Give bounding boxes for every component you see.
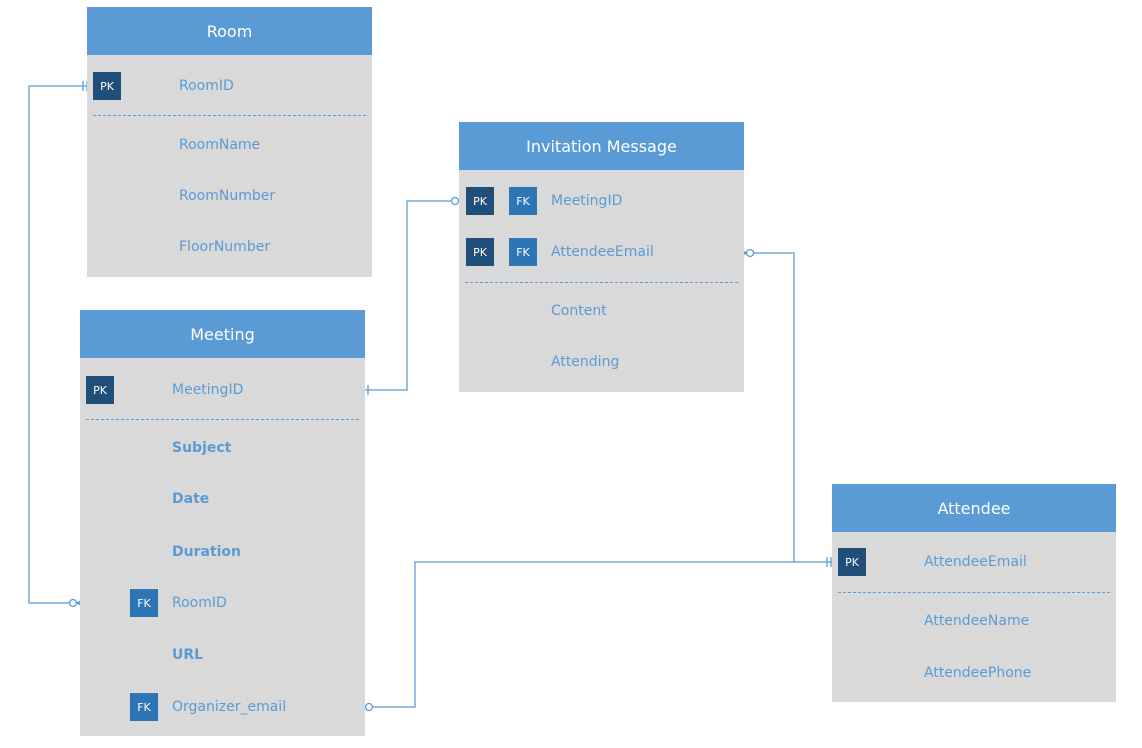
key-separator (838, 592, 1110, 593)
invitation-attribute-row[interactable]: Content (459, 296, 744, 326)
pk-badge: PK (86, 376, 114, 404)
meeting-attribute-row[interactable]: URL (80, 640, 365, 670)
date-field: Date (172, 491, 210, 507)
room-id-field: RoomID (179, 78, 234, 94)
fk-badge: FK (130, 693, 158, 721)
meeting-attribute-row[interactable]: FK RoomID (80, 588, 365, 618)
fk-badge: FK (130, 589, 158, 617)
pk-badge: PK (466, 238, 494, 266)
invitation-key-row[interactable]: PK FK MeetingID (459, 186, 744, 216)
pk-badge: PK (93, 72, 121, 100)
invitation-message-table[interactable]: Invitation Message PK FK MeetingID PK FK… (459, 122, 744, 392)
attendee-attribute-row[interactable]: AttendeeName (832, 606, 1116, 636)
invitation-message-table-title: Invitation Message (459, 122, 744, 170)
attendee-name-field: AttendeeName (924, 613, 1030, 629)
meeting-attribute-row[interactable]: FK Organizer_email (80, 692, 365, 722)
attendee-phone-field: AttendeePhone (924, 665, 1032, 681)
meeting-id-field: MeetingID (172, 382, 244, 398)
fk-badge: FK (509, 187, 537, 215)
meeting-id-field: MeetingID (551, 193, 623, 209)
meeting-table-title: Meeting (80, 310, 365, 358)
meeting-table[interactable]: Meeting PK MeetingID Subject Date Durati… (80, 310, 365, 736)
meeting-attribute-row[interactable]: Duration (80, 537, 365, 567)
pk-badge: PK (466, 187, 494, 215)
meeting-attribute-row[interactable]: Date (80, 484, 365, 514)
room-table[interactable]: Room PK RoomID RoomName RoomNumber Floor… (87, 7, 372, 277)
content-field: Content (551, 303, 607, 319)
fk-badge: FK (509, 238, 537, 266)
room-number-field: RoomNumber (179, 188, 276, 204)
attendee-attribute-row[interactable]: AttendeePhone (832, 658, 1116, 688)
room-table-title: Room (87, 7, 372, 55)
invitation-attribute-row[interactable]: Attending (459, 347, 744, 377)
zero-marker (745, 248, 755, 258)
key-separator (93, 115, 366, 116)
key-separator (465, 282, 738, 283)
room-attribute-row[interactable]: RoomNumber (87, 181, 372, 211)
floor-number-field: FloorNumber (179, 239, 271, 255)
room-pk-row[interactable]: PK RoomID (87, 71, 372, 101)
attendee-email-field: AttendeeEmail (924, 554, 1027, 570)
room-attribute-row[interactable]: RoomName (87, 130, 372, 160)
room-id-fk-field: RoomID (172, 595, 227, 611)
key-separator (86, 419, 359, 420)
organizer-email-field: Organizer_email (172, 699, 287, 715)
zero-marker (450, 196, 460, 206)
rel-attendee-organizer-line[interactable] (358, 561, 794, 708)
one-and-only-one-marker (826, 557, 832, 567)
attendee-pk-row[interactable]: PK AttendeeEmail (832, 547, 1116, 577)
invitation-key-row[interactable]: PK FK AttendeeEmail (459, 237, 744, 267)
pk-badge: PK (838, 548, 866, 576)
url-field: URL (172, 647, 204, 663)
attendee-email-field: AttendeeEmail (551, 244, 654, 260)
subject-field: Subject (172, 440, 232, 456)
rel-meeting-invitation-line[interactable] (358, 200, 465, 391)
room-name-field: RoomName (179, 137, 261, 153)
room-attribute-row[interactable]: FloorNumber (87, 232, 372, 262)
attendee-table-title: Attendee (832, 484, 1116, 532)
attending-field: Attending (551, 354, 620, 370)
meeting-pk-row[interactable]: PK MeetingID (80, 375, 365, 405)
rel-attendee-invitation-line[interactable] (739, 252, 837, 563)
duration-field: Duration (172, 544, 242, 560)
meeting-attribute-row[interactable]: Subject (80, 433, 365, 463)
zero-marker (364, 702, 374, 712)
attendee-table[interactable]: Attendee PK AttendeeEmail AttendeeName A… (832, 484, 1116, 702)
rel-room-meeting-line[interactable] (28, 85, 92, 604)
zero-marker (68, 598, 78, 608)
